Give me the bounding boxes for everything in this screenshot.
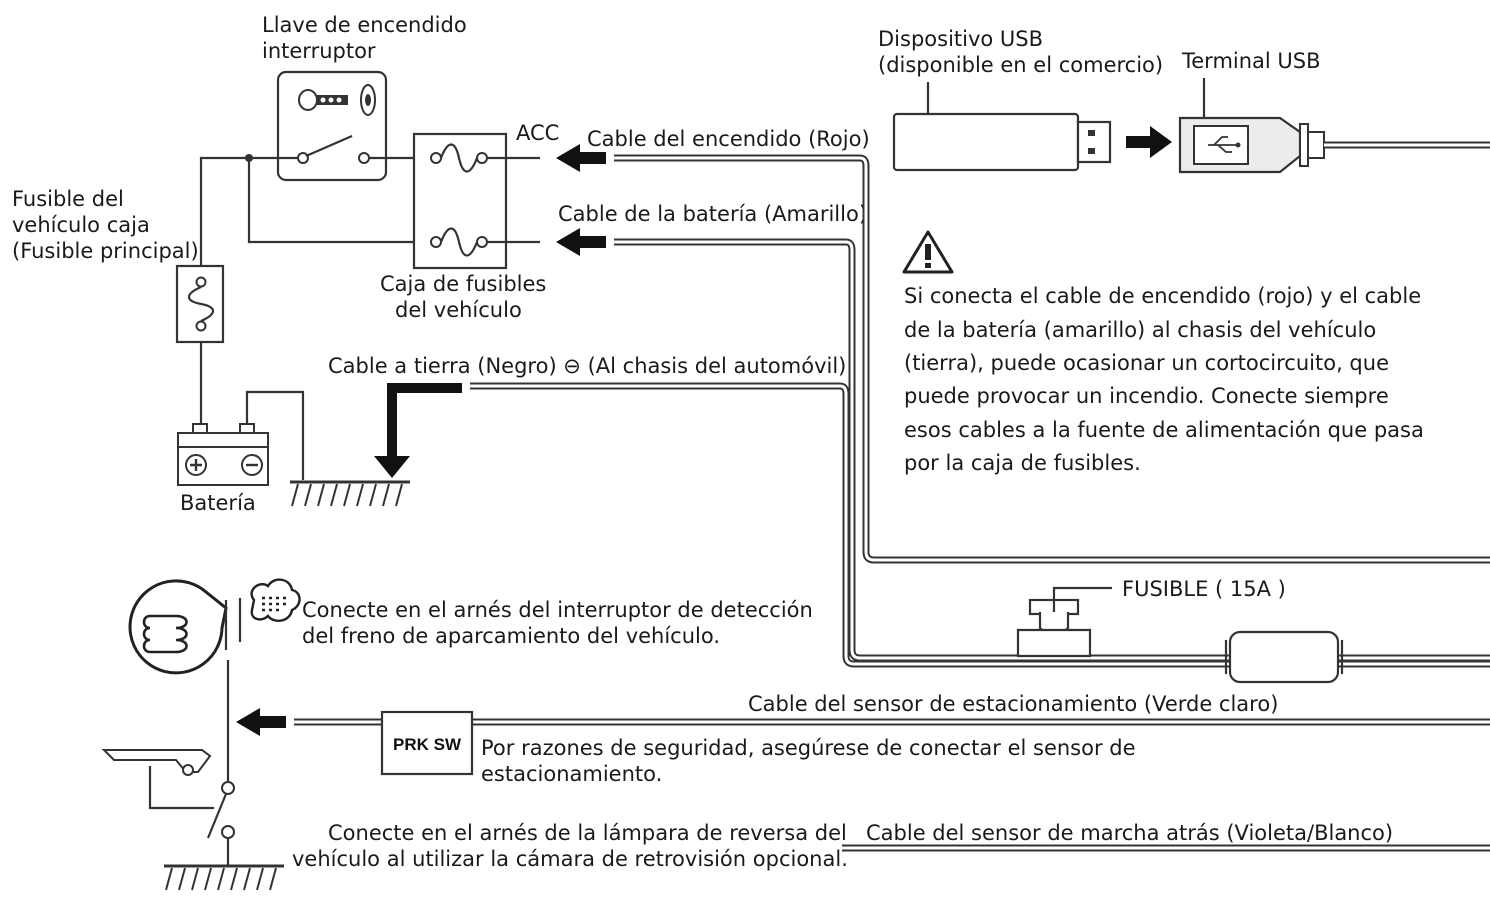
parking-switch-contact-bottom [221, 825, 235, 839]
battery-cable-label: Cable de la batería (Amarillo) [558, 202, 867, 226]
parking-switch-contact-top [221, 781, 235, 795]
parking-sensor-cable-label: Cable del sensor de estacionamiento (Ver… [748, 692, 1278, 716]
parking-brake-label-line2: del freno de aparcamiento del vehículo. [302, 624, 720, 648]
fuse-15a-holder [1016, 598, 1092, 658]
warning-line-3: (tierra), puede ocasionar un cortocircui… [904, 351, 1389, 375]
reverse-lamp-label-line1: Conecte en el arnés de la lámpara de rev… [328, 821, 847, 845]
fuse-15a-label: FUSIBLE ( 15A ) [1122, 577, 1286, 601]
usb-device-connector [1076, 120, 1112, 164]
fuse-symbol-acc [430, 143, 488, 173]
main-fuse-label-line1: Fusible del [12, 187, 124, 211]
battery-symbol [177, 423, 269, 486]
reverse-lamp-label-line2: vehículo al utilizar la cámara de retrov… [292, 847, 848, 871]
inline-fuse-holder [1228, 630, 1340, 684]
usb-device-label-line1: Dispositivo USB [878, 27, 1043, 51]
usb-insert-arrow [1126, 126, 1172, 158]
warning-line-2: de la batería (amarillo) al chasis del v… [904, 318, 1376, 342]
parking-switch-blade [206, 793, 228, 839]
battery-label: Batería [180, 491, 256, 515]
switch-blade [305, 134, 353, 158]
fuse-symbol-battery [430, 227, 488, 257]
ground-symbol-icon [164, 864, 284, 891]
parking-brake-label-line1: Conecte en el arnés del interruptor de d… [302, 598, 813, 622]
usb-device-label-line2: (disponible en el comercio) [878, 53, 1163, 77]
parking-sensor-arrow [236, 708, 286, 736]
ground-symbol-icon [290, 480, 410, 507]
warning-line-4: puede provocar un incendio. Conecte siem… [904, 384, 1389, 408]
key-icon [298, 84, 376, 116]
speech-bubble-icon [250, 578, 301, 622]
ignition-switch-label-line1: Llave de encendido [262, 13, 467, 37]
ground-cable-label: Cable a tierra (Negro) ⊖ (Al chasis del … [328, 354, 846, 378]
fuse-box-label-line2: del vehículo [395, 298, 522, 322]
ignition-cable-label: Cable del encendido (Rojo) [587, 127, 870, 151]
acc-label: ACC [516, 121, 559, 145]
usb-terminal-plug [1178, 116, 1325, 174]
parking-brake-lever-icon [101, 749, 214, 810]
main-fuse-label-line3: (Fusible principal) [12, 239, 199, 263]
switch-contact-right [358, 152, 370, 164]
safety-note-line2: estacionamiento. [481, 762, 662, 786]
reverse-sensor-cable-label: Cable del sensor de marcha atrás (Violet… [866, 821, 1393, 845]
usb-terminal-label: Terminal USB [1181, 49, 1321, 73]
fuse-box-label-line1: Caja de fusibles [380, 272, 546, 296]
ignition-switch-label-line2: interruptor [262, 39, 376, 63]
ground-arrow-head [374, 456, 410, 478]
prk-sw-label: PRK SW [393, 735, 462, 754]
fuse-15a-leader [1052, 586, 1112, 612]
warning-triangle-icon [902, 230, 954, 274]
warning-line-6: por la caja de fusibles. [904, 451, 1141, 475]
battery-branch-wire [247, 158, 420, 244]
prk-sw-box [380, 710, 474, 776]
ground-arrow-shaft [387, 383, 462, 462]
main-fuse-symbol [187, 276, 215, 332]
warning-line-1: Si conecta el cable de encendido (rojo) … [904, 284, 1421, 308]
main-fuse-label-line2: vehículo caja [12, 213, 150, 237]
safety-note-line1: Por razones de seguridad, asegúrese de c… [481, 736, 1136, 760]
battery-arrow [556, 228, 606, 256]
usb-symbol-icon [1208, 136, 1241, 153]
warning-line-5: esos cables a la fuente de alimentación … [904, 418, 1424, 442]
battery-negative-wire [245, 390, 305, 480]
switch-contact-left [297, 152, 309, 164]
usb-device-body [892, 112, 1080, 172]
main-feed-wire [199, 156, 298, 290]
ignition-arrow [556, 144, 606, 172]
brake-lamp-icon [128, 579, 228, 675]
